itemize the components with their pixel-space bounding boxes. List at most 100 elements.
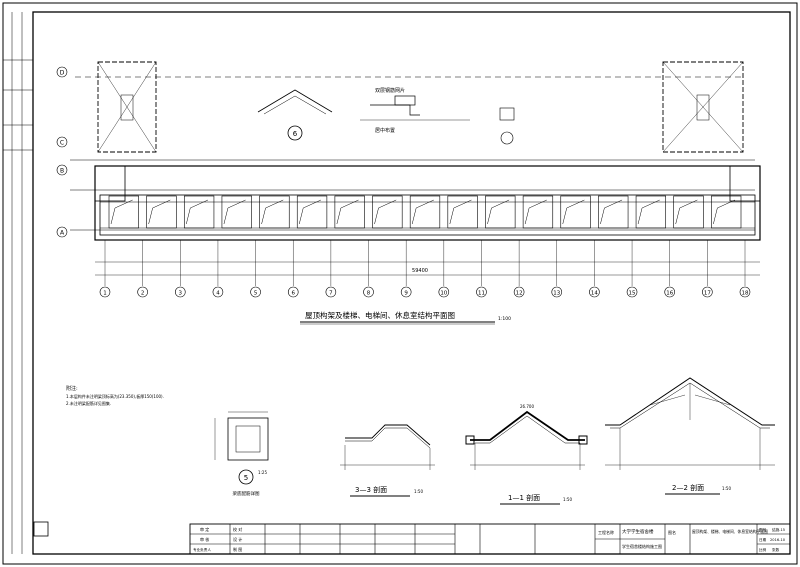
axis-number: 2 (141, 291, 145, 297)
axis-bubble: 16 (664, 240, 676, 298)
plan-bays (108, 195, 742, 229)
tb-design-lead: 专业负责人 (193, 547, 211, 552)
note-line-2: 2.未注明梁配筋详见图集. (66, 400, 111, 406)
section-3-3-title: 3—3 剖面 (355, 485, 387, 494)
corridor-band (99, 194, 756, 236)
roof-ridge-detail (257, 89, 333, 141)
plan-bay (409, 195, 441, 229)
axis-number: 12 (516, 291, 523, 297)
east-wing (729, 165, 761, 202)
binding-strip (3, 12, 33, 554)
ridge-elevation: 26.700 (520, 404, 534, 409)
detail-5-caption: 梁底配筋详图 (233, 490, 260, 497)
plan-bay (522, 195, 554, 229)
dim-total: 59400 (412, 268, 428, 274)
tb-project: 大学学生宿舍楼 (622, 528, 654, 535)
axis-bubble: 6 (287, 240, 299, 298)
axis-bubble: 3 (174, 240, 186, 298)
plan-bay (673, 195, 704, 229)
section-3-3 (340, 424, 435, 470)
axis-bubble: 18 (739, 240, 751, 298)
left-axis-bubbles: D C B A (56, 66, 68, 238)
plan-bay (598, 195, 629, 229)
detail-5-scale: 1:25 (258, 470, 267, 475)
axis-number: 10 (440, 291, 447, 297)
tb-check: 审 核 (200, 536, 209, 542)
small-section-detail (499, 107, 515, 145)
stair-box-west (97, 61, 157, 153)
axis-number: 5 (254, 291, 258, 297)
axis-number: 8 (367, 291, 371, 297)
tb-scale-label: 比例 (759, 547, 767, 552)
notes-heading: 附注: (66, 385, 78, 392)
axis-bubble: 4 (212, 240, 224, 298)
axis-number: 16 (666, 291, 673, 297)
inner-border (32, 11, 791, 555)
plan-bay (372, 195, 403, 229)
plan-bay (334, 195, 365, 229)
axis-bubble: 14 (589, 240, 600, 298)
section-2-2-title: 2—2 剖面 (672, 483, 704, 492)
axis-bubble: 10 (438, 240, 450, 298)
plan-outline (94, 165, 761, 241)
axis-bubble: 2 (137, 240, 148, 298)
axis-number: 6 (291, 291, 295, 297)
axis-bubble: 13 (551, 240, 563, 298)
bottom-dimensions (95, 261, 760, 276)
tb-drawing-no: 结施-15 (772, 527, 785, 532)
axis-bubble: 15 (626, 240, 638, 298)
axis-bubble: 7 (325, 240, 337, 298)
axis-label-d: D (60, 70, 65, 77)
plan-bay (635, 195, 667, 229)
plan-bay (296, 195, 328, 229)
roof-note-2: 居中布置 (375, 127, 395, 134)
plan-bay (485, 195, 516, 229)
axis-number: 15 (629, 291, 636, 297)
floor-plan (70, 61, 761, 241)
axis-bubble: 8 (363, 240, 374, 298)
plan-bay (447, 195, 478, 229)
section-1-1-scale: 1:50 (563, 497, 572, 502)
eave-detail (360, 95, 470, 121)
roof-note: 双层钢筋网片 (375, 87, 405, 94)
axis-bubble: 9 (400, 240, 412, 298)
title-block (189, 523, 791, 555)
tb-drawing-no-label: 图号 (759, 527, 767, 532)
tb-draftsman: 制 图 (233, 546, 242, 552)
tb-drawing-name: 屋顶构架、楼梯、电梯间、休息室结构平面图 (692, 529, 768, 534)
axis-number: 4 (216, 291, 220, 297)
section-2-2-scale: 1:50 (722, 486, 731, 491)
tb-proofread: 校 对 (233, 526, 242, 532)
axis-label-c: C (60, 140, 64, 147)
axis-bubble: 11 (476, 240, 487, 298)
tb-sheet-label: 张数 (772, 547, 780, 552)
tb-date: 2016-10 (770, 538, 786, 542)
axis-label-b: B (60, 168, 64, 175)
axis-bubble: 5 (250, 240, 261, 298)
axis-number: 9 (404, 291, 408, 297)
plan-bay (108, 195, 139, 229)
note-line-1: 1.本层构件未注明梁顶标高为(23.350),板厚150(100). (66, 393, 164, 399)
plan-title: 屋顶构架及楼梯、电梯间、休息室结构平面图 (305, 310, 455, 320)
tb-subitem: 学生宿舍楼结构施工图 (622, 543, 662, 549)
beam-detail-5 (214, 411, 269, 485)
axis-number: 13 (553, 291, 560, 297)
axis-number: 11 (478, 291, 485, 297)
axis-bubble: 1 (99, 240, 111, 298)
plan-bay (146, 195, 177, 229)
detail-5-number: 5 (244, 474, 248, 482)
tb-approve: 审 定 (200, 526, 209, 532)
ridge-detail-number: 6 (293, 130, 298, 138)
tb-project-label: 工程名称 (598, 529, 614, 535)
axis-number: 1 (103, 291, 107, 297)
axis-number: 18 (742, 291, 749, 297)
section-3-3-scale: 1:50 (414, 489, 423, 494)
tb-designer: 设 计 (233, 536, 242, 542)
firm-logo (33, 521, 49, 537)
axis-number: 14 (591, 291, 598, 297)
plan-scale: 1:100 (498, 316, 511, 322)
plan-bay (221, 195, 252, 229)
